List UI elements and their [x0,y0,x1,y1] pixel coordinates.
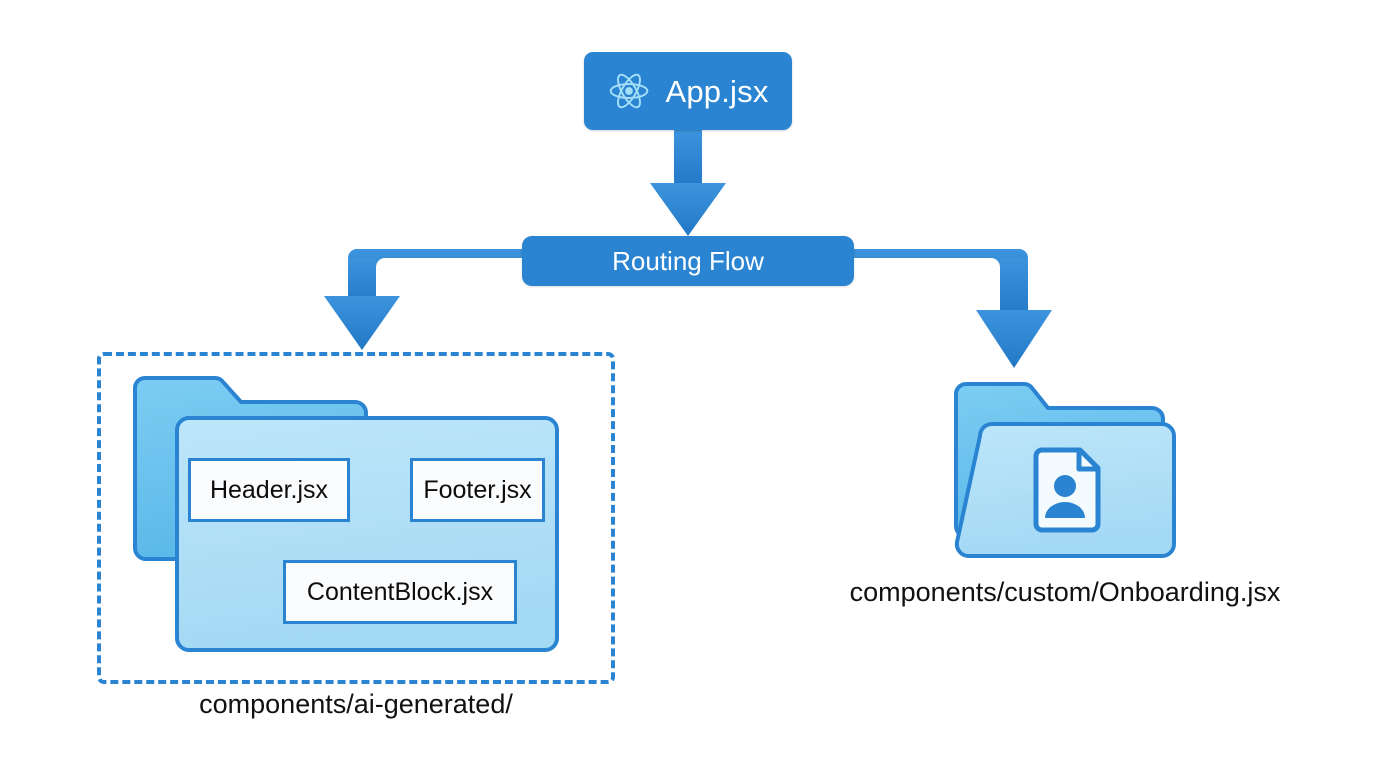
react-logo-icon [610,73,649,109]
document-user-icon [1033,447,1101,533]
arrow-router-to-custom [848,249,1052,368]
app-node-label: App.jsx [665,73,769,109]
arrow-router-to-ai-generated [324,249,528,350]
file-chip-header-jsx[interactable]: Header.jsx [188,458,350,522]
folder-custom-onboarding[interactable] [940,368,1190,573]
arrow-app-to-router [650,128,726,236]
file-chip-footer-jsx[interactable]: Footer.jsx [410,458,545,522]
caption-ai-generated: components/ai-generated/ [199,689,513,719]
folder-front-icon [954,422,1176,558]
file-chip-contentblock-jsx[interactable]: ContentBlock.jsx [283,560,517,624]
group-ai-generated-border [97,352,615,684]
folder-back-icon [954,382,1165,539]
file-chip-label: Header.jsx [209,475,329,504]
routing-node-label: Routing Flow [612,246,764,276]
file-chip-label: Footer.jsx [423,475,532,504]
file-chip-label: ContentBlock.jsx [306,577,494,606]
caption-custom-onboarding: components/custom/Onboarding.jsx [849,577,1281,607]
node-app-jsx[interactable]: App.jsx [584,52,792,130]
node-routing-flow[interactable]: Routing Flow [522,236,854,286]
